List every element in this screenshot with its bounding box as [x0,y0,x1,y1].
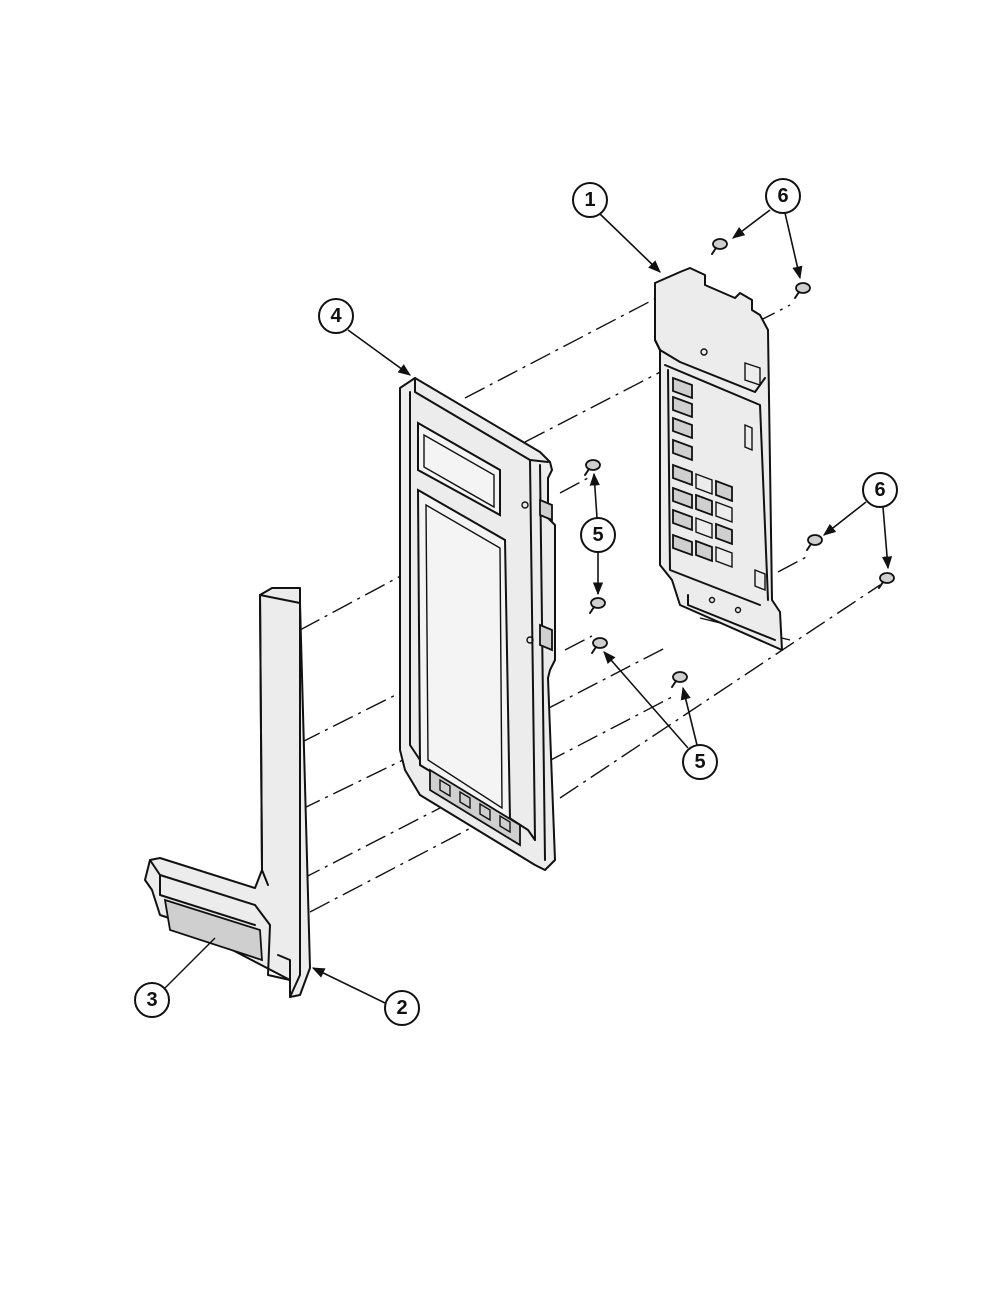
screws-5 [584,459,688,688]
part-1-control-bracket [654,267,783,651]
callout-5-upper: 5 [580,472,616,596]
screws-6-right [806,534,895,589]
callout-1: 1 [572,182,661,273]
callout-label: 3 [146,989,157,1011]
callout-label: 5 [592,524,603,546]
screw-icon [794,282,811,299]
callout-2: 2 [311,967,420,1026]
callout-6-top: 6 [731,178,803,280]
screw-icon [671,671,688,688]
alignment-lines [299,291,881,913]
screw-icon [591,637,608,654]
callout-label: 5 [694,751,705,773]
screw-icon [711,238,728,255]
callout-3: 3 [134,937,216,1018]
part-4-panel-frame [399,377,556,871]
screw-icon [584,459,601,476]
callout-label: 1 [584,189,595,211]
callout-label: 2 [396,997,407,1019]
callout-label: 6 [874,479,885,501]
part-2-trim [144,587,311,998]
keypad-keys [672,376,733,569]
screw-icon [806,534,823,551]
callout-label: 4 [330,305,342,327]
screws-6-top [711,238,811,299]
screw-icon [878,572,895,589]
callout-6-right: 6 [822,472,898,570]
screw-icon [589,597,606,614]
callout-5-lower: 5 [603,651,718,780]
callout-4: 4 [318,298,412,376]
callout-label: 6 [777,185,788,207]
